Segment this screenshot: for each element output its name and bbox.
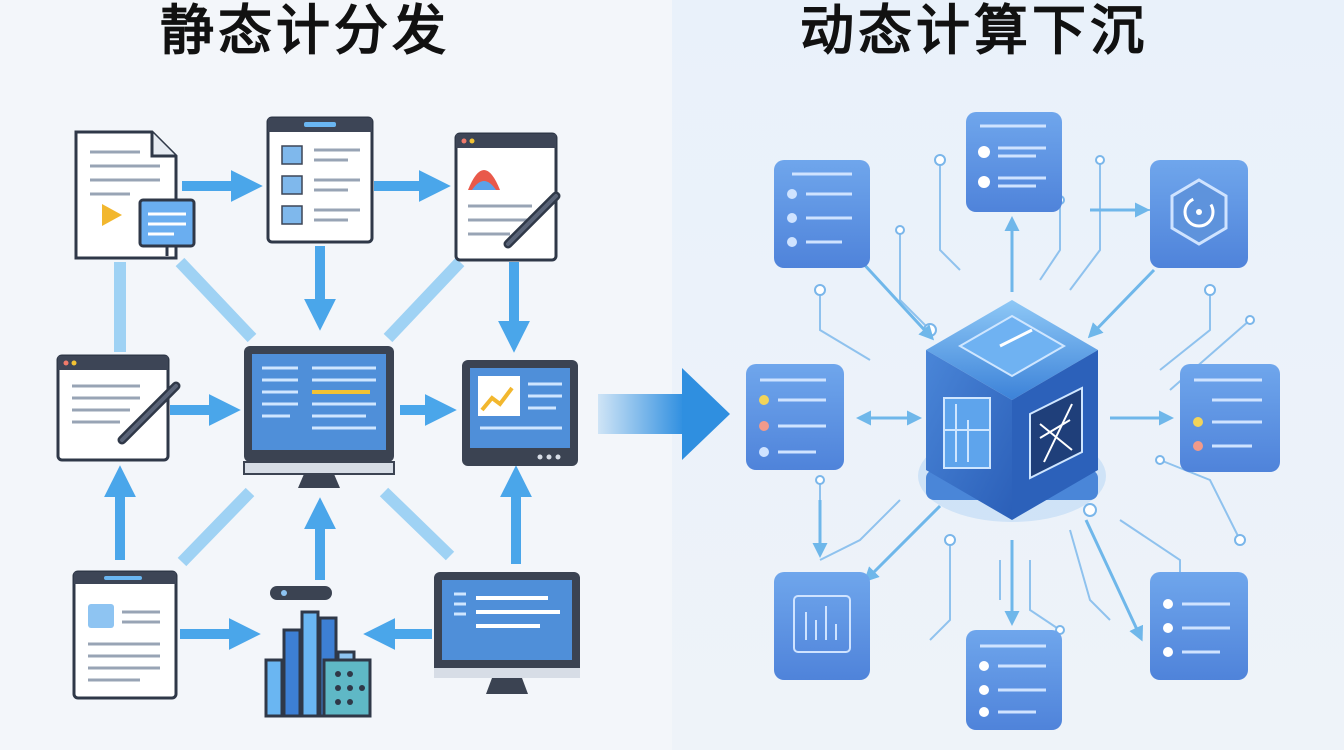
pen-icon xyxy=(117,381,181,445)
card-mid-right xyxy=(1180,364,1280,472)
node-chart-monitor xyxy=(462,360,578,466)
node-note-pen xyxy=(56,354,181,462)
left-flow-arrows xyxy=(103,169,533,651)
node-editor-pen xyxy=(454,132,561,262)
pen-icon xyxy=(503,191,561,249)
compute-cube-icon xyxy=(918,300,1106,522)
card-bottom-center xyxy=(966,630,1062,730)
title-dynamic-compute: 动态计算下沉 xyxy=(800,0,1148,62)
card-hexagon xyxy=(1150,160,1248,268)
node-bottom-page xyxy=(72,570,178,700)
node-bottom-monitor xyxy=(434,572,580,694)
line-chart-icon xyxy=(480,386,514,412)
title-static-distribution: 静态计分发 xyxy=(160,0,450,62)
node-central-monitor xyxy=(243,346,395,488)
play-icon xyxy=(102,204,122,226)
node-dashboard-doc xyxy=(266,116,374,244)
transition-arrow xyxy=(598,368,730,460)
card-top-center xyxy=(966,112,1062,212)
right-data-arrows xyxy=(812,202,1174,642)
card-mid-left xyxy=(746,364,844,470)
card-bottom-left xyxy=(774,572,870,680)
node-document-play xyxy=(74,130,196,260)
left-diagonal-connectors xyxy=(114,257,465,567)
node-bar-cluster xyxy=(264,586,372,718)
card-bottom-right xyxy=(1150,572,1248,680)
card-top-left xyxy=(774,160,870,268)
